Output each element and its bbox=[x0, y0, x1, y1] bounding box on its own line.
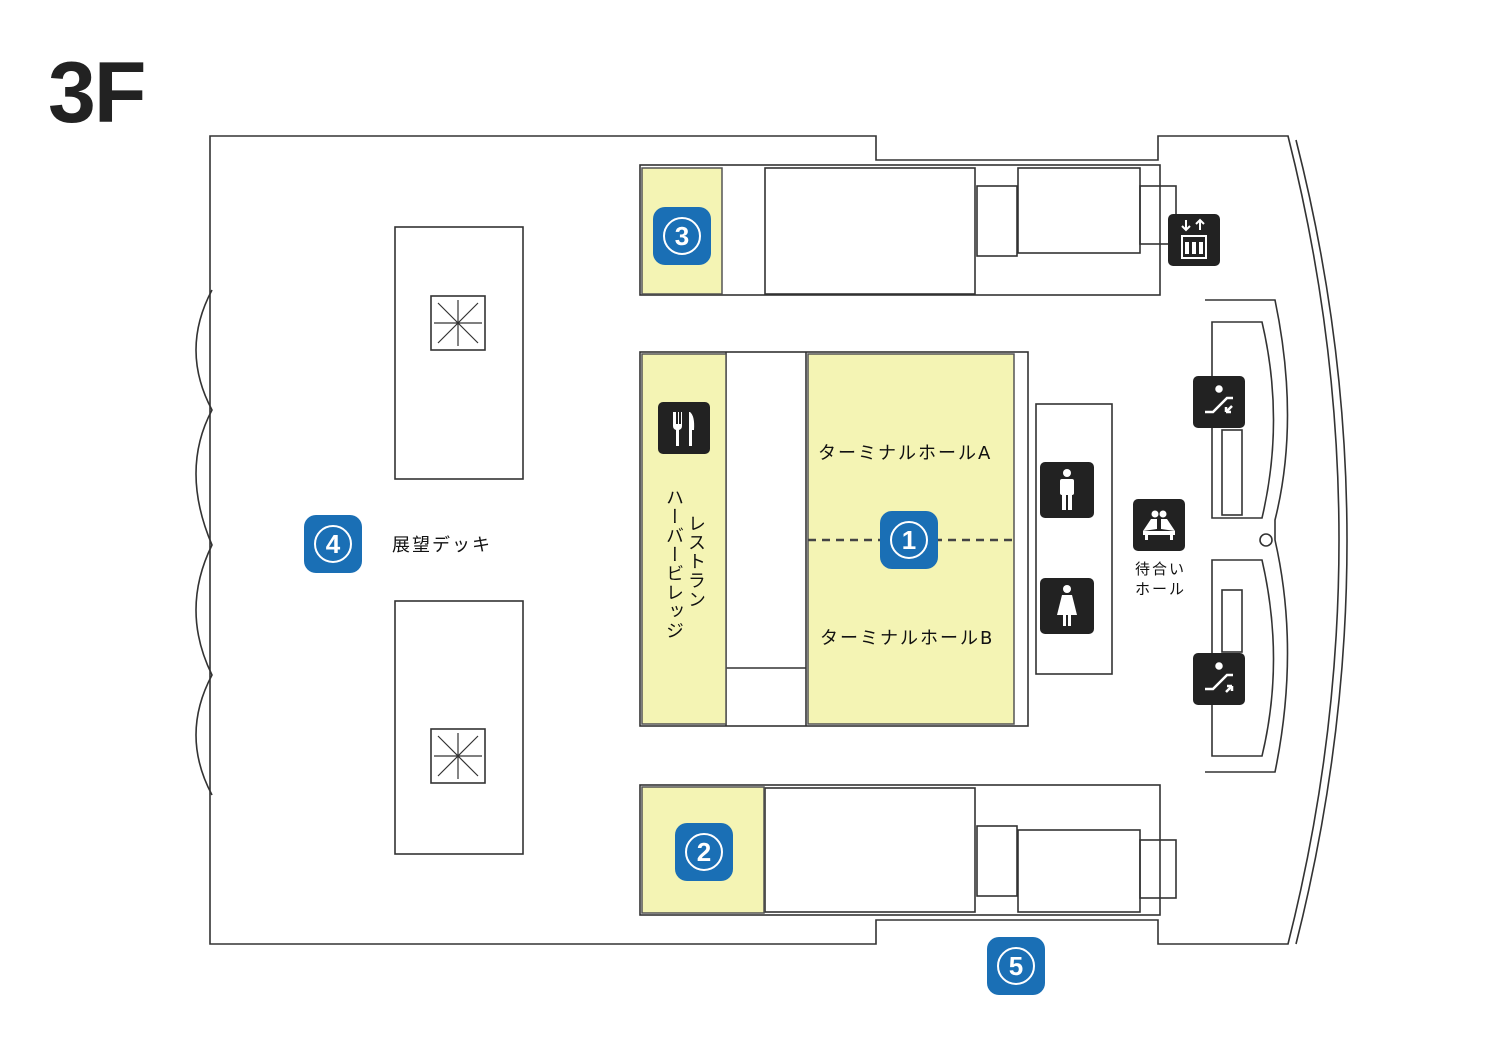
marker-1[interactable]: 1 bbox=[880, 511, 938, 569]
marker-4[interactable]: 4 bbox=[304, 515, 362, 573]
restaurant-icon bbox=[658, 402, 710, 454]
elevator-icon bbox=[1168, 214, 1220, 266]
terminal-hall-a-label: ターミナルホールA bbox=[818, 443, 993, 464]
marker-2[interactable]: 2 bbox=[675, 823, 733, 881]
escalator-down-icon bbox=[1193, 376, 1245, 428]
marker-1-number: 1 bbox=[890, 521, 928, 559]
waiting-hall-label-line1: 待合い bbox=[1135, 560, 1187, 578]
marker-3-number: 3 bbox=[663, 217, 701, 255]
marker-4-number: 4 bbox=[314, 525, 352, 563]
waiting-hall-label-line2: ホール bbox=[1135, 580, 1187, 598]
mens-restroom-icon bbox=[1040, 462, 1094, 518]
marker-5-number: 5 bbox=[997, 947, 1035, 985]
restaurant-label-line1: レストラン bbox=[685, 514, 706, 609]
restaurant-label-line2: ハーバービレッジ bbox=[663, 488, 684, 640]
escalator-up-icon bbox=[1193, 653, 1245, 705]
void-south bbox=[394, 600, 524, 855]
marker-3[interactable]: 3 bbox=[653, 207, 711, 265]
observation-deck-label: 展望デッキ bbox=[392, 535, 492, 556]
marker-2-number: 2 bbox=[685, 833, 723, 871]
womens-restroom-icon bbox=[1040, 578, 1094, 634]
waiting-area-icon bbox=[1133, 499, 1185, 551]
floor-label: 3F bbox=[48, 45, 146, 141]
building-outline bbox=[209, 135, 1340, 945]
void-north bbox=[394, 226, 524, 480]
marker-5[interactable]: 5 bbox=[987, 937, 1045, 995]
area-2-highlight bbox=[641, 786, 765, 914]
terminal-hall-b-label: ターミナルホールB bbox=[820, 628, 995, 649]
